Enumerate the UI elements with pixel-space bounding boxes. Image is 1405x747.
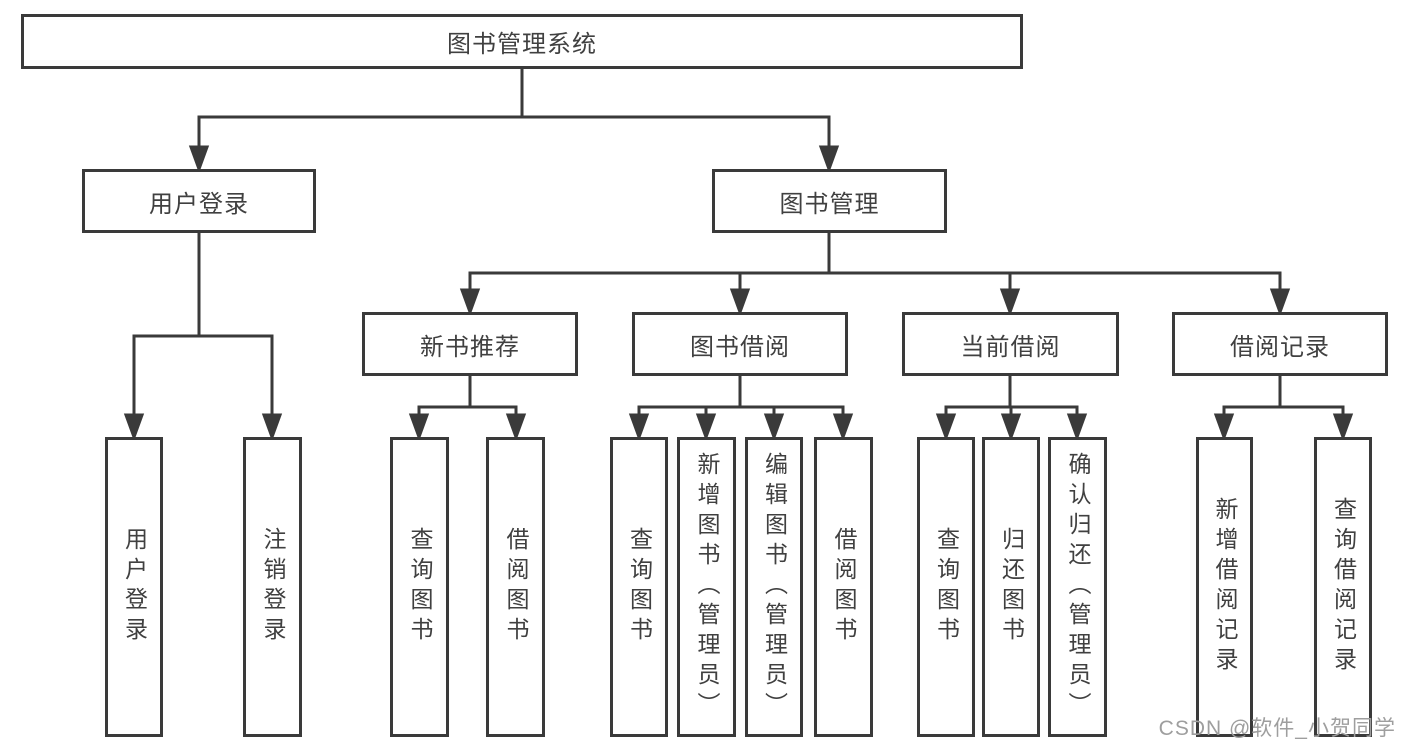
leaf-user-login-label: 用户登录 — [121, 527, 148, 647]
node-new-book-recommend-label: 新书推荐 — [420, 333, 520, 361]
node-user-login: 用户登录 — [82, 169, 316, 233]
leaf-borrow-edit-books-admin: 编辑图书（管理员） — [745, 437, 803, 737]
leaf-records-add-record: 新增借阅记录 — [1196, 437, 1253, 737]
leaf-borrow-edit-books-admin-label: 编辑图书（管理员） — [761, 452, 788, 722]
leaf-borrow-borrow-books-label: 借阅图书 — [831, 527, 857, 647]
node-book-management-label: 图书管理 — [779, 190, 880, 218]
leaf-borrow-query-books: 查询图书 — [610, 437, 668, 737]
node-root: 图书管理系统 — [21, 14, 1023, 69]
node-current-borrow: 当前借阅 — [902, 312, 1119, 376]
node-book-borrow: 图书借阅 — [632, 312, 848, 376]
leaf-current-return-books: 归还图书 — [982, 437, 1040, 737]
node-root-label: 图书管理系统 — [447, 31, 597, 58]
leaf-recommend-borrow-books: 借阅图书 — [486, 437, 545, 737]
node-current-borrow-label: 当前借阅 — [960, 333, 1061, 361]
leaf-user-login: 用户登录 — [105, 437, 163, 737]
leaf-logout-login: 注销登录 — [243, 437, 302, 737]
watermark-text: CSDN @软件_小贺同学 — [1158, 717, 1396, 740]
node-book-borrow-label: 图书借阅 — [690, 333, 790, 361]
leaf-current-confirm-return-admin: 确认归还（管理员） — [1048, 437, 1107, 737]
node-borrow-records: 借阅记录 — [1172, 312, 1388, 376]
node-book-management: 图书管理 — [712, 169, 947, 233]
leaf-records-query-record-label: 查询借阅记录 — [1330, 497, 1357, 677]
leaf-recommend-query-books: 查询图书 — [390, 437, 449, 737]
node-borrow-records-label: 借阅记录 — [1230, 333, 1330, 361]
leaf-recommend-query-books-label: 查询图书 — [407, 527, 433, 647]
leaf-records-add-record-label: 新增借阅记录 — [1212, 497, 1238, 677]
node-new-book-recommend: 新书推荐 — [362, 312, 578, 376]
leaf-current-return-books-label: 归还图书 — [998, 527, 1025, 647]
leaf-records-query-record: 查询借阅记录 — [1314, 437, 1372, 737]
leaf-current-query-books-label: 查询图书 — [933, 527, 960, 647]
leaf-borrow-query-books-label: 查询图书 — [626, 527, 653, 647]
leaf-current-confirm-return-admin-label: 确认归还（管理员） — [1065, 452, 1091, 722]
leaf-borrow-add-books-admin: 新增图书（管理员） — [677, 437, 736, 737]
leaf-logout-login-label: 注销登录 — [260, 527, 286, 647]
leaf-borrow-add-books-admin-label: 新增图书（管理员） — [694, 452, 720, 722]
leaf-current-query-books: 查询图书 — [917, 437, 975, 737]
leaf-borrow-borrow-books: 借阅图书 — [814, 437, 873, 737]
node-user-login-label: 用户登录 — [149, 190, 249, 218]
leaf-recommend-borrow-books-label: 借阅图书 — [503, 527, 529, 647]
